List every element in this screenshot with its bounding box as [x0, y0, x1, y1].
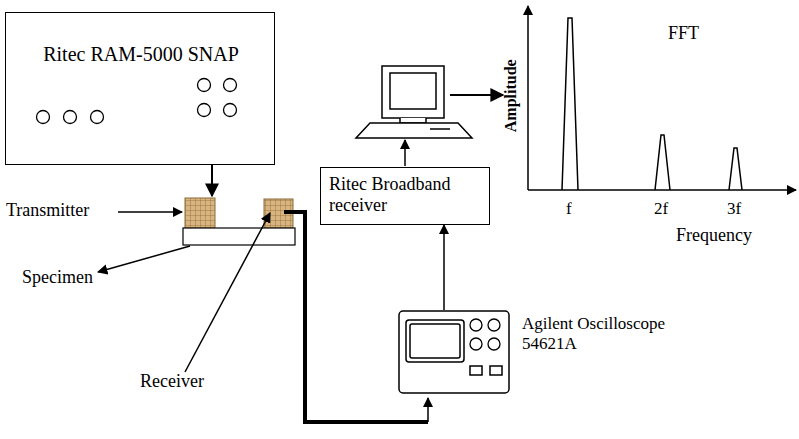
signal-arrow [427, 398, 429, 422]
box-label: Ritec Broadband receiver [329, 174, 479, 215]
leader-arrow [185, 213, 270, 372]
instrument-label: Agilent Oscilloscope 54621A [522, 314, 672, 353]
part-label: Transmitter [6, 201, 89, 221]
tick-label: 2f [654, 200, 668, 219]
knobs [6, 13, 276, 166]
transmitter-transducer [185, 198, 215, 228]
computer [356, 66, 472, 138]
leader-arrow [98, 246, 190, 272]
signal-arrow [404, 140, 406, 166]
tick-label: 3f [727, 200, 741, 219]
oscilloscope-body [398, 310, 510, 394]
signal-connector [443, 225, 445, 310]
instrument-box: Ritec RAM-5000 SNAP [5, 12, 275, 165]
axis-label: Frequency [676, 226, 752, 246]
part-label: Receiver [140, 372, 204, 392]
tick-label: f [566, 200, 572, 219]
oscilloscope: Agilent Oscilloscope 54621A [398, 310, 510, 394]
plot-title: FFT [668, 24, 699, 44]
signal-arrow [211, 165, 213, 196]
fft-plot [528, 6, 796, 190]
part-label: Specimen [22, 268, 93, 288]
receiver-box: Ritec Broadband receiver [320, 167, 490, 225]
specimen-plate [183, 228, 295, 245]
signal-arrow [450, 94, 503, 96]
box-label: Ritec RAM-5000 SNAP [6, 43, 276, 66]
leader-arrow [118, 211, 182, 213]
axis-label: Amplitude [501, 60, 519, 133]
